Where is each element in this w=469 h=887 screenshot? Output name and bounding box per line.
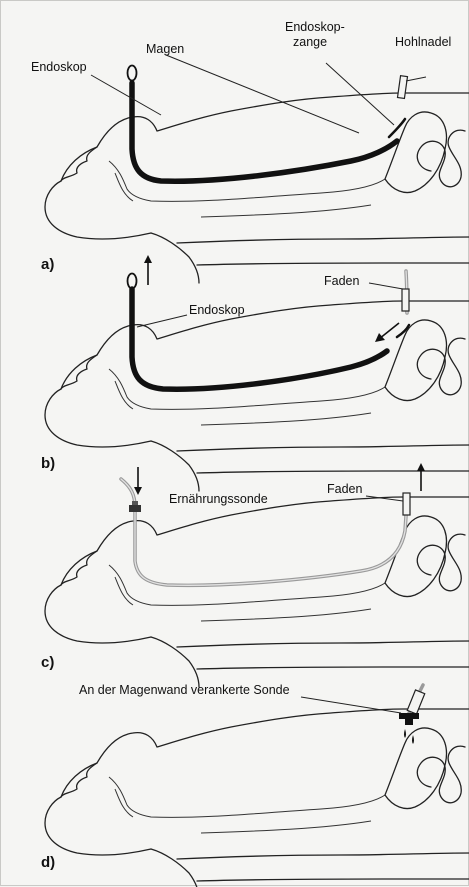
hollow-needle-a xyxy=(397,76,407,99)
label-verankerte-sonde: An der Magenwand verankerte Sonde xyxy=(79,683,290,697)
hollow-needle-c xyxy=(403,493,410,515)
label-faden-c: Faden xyxy=(327,482,362,496)
panel-d: An der Magenwand verankerte Sonde d) xyxy=(41,683,469,887)
label-faden-b: Faden xyxy=(324,274,359,288)
patient-outline-a xyxy=(45,93,469,283)
panel-a: Endoskop Magen Endoskop- zange Hohlnadel… xyxy=(31,20,469,283)
panel-c: Ernährungssonde Faden c) xyxy=(41,463,469,687)
panel-label-d: d) xyxy=(41,854,55,871)
panel-label-c: c) xyxy=(41,654,54,671)
panel-label-a: a) xyxy=(41,256,54,273)
panel-label-b: b) xyxy=(41,455,55,472)
label-endoskopzange-2: zange xyxy=(293,35,327,49)
label-ernaehrungssonde: Ernährungssonde xyxy=(169,492,268,506)
hollow-needle-b xyxy=(402,289,409,311)
tube-connector-c xyxy=(129,505,141,512)
anchor-plate-d xyxy=(399,713,419,719)
endoscope-eyepiece-a xyxy=(128,66,137,81)
label-endoskopzange-1: Endoskop- xyxy=(285,20,345,34)
label-endoskop-a: Endoskop xyxy=(31,60,87,74)
label-hohlnadel: Hohlnadel xyxy=(395,35,451,49)
label-magen: Magen xyxy=(146,42,184,56)
label-endoskop-b: Endoskop xyxy=(189,303,245,317)
panel-b: Endoskop Faden b) xyxy=(41,255,469,491)
tube-connector-d xyxy=(407,690,425,714)
